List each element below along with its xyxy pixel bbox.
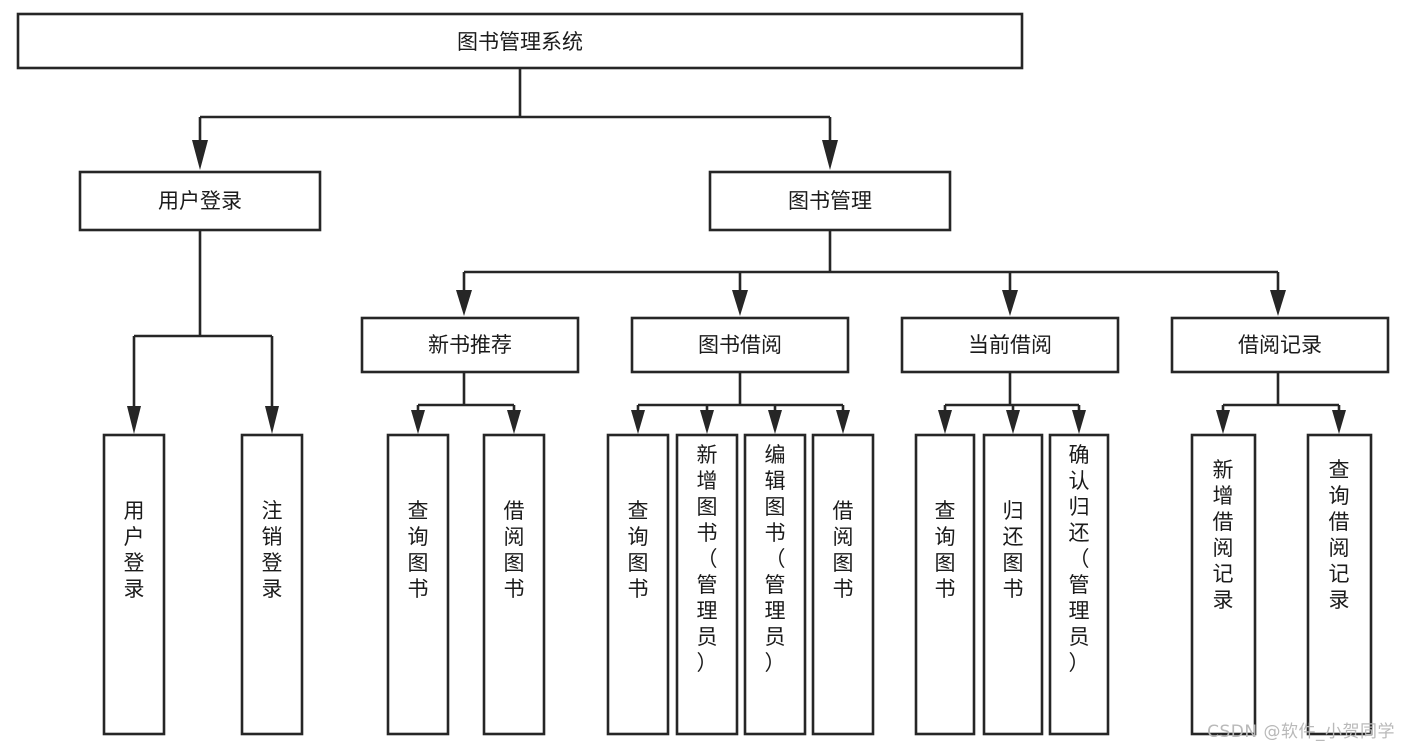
node-root-system-label: 图书管理系统 [457,30,583,54]
node-leaf-logout-login-label: 注销登录 [262,499,283,601]
node-book-manage-label: 图书管理 [788,189,872,213]
arrow-head-leaf-query-book-2 [631,410,645,434]
connector-group-borrow-record [1216,372,1346,434]
arrow-head-leaf-query-book-1 [411,410,425,434]
connector-group-root [192,68,838,170]
node-leaf-add-book[interactable]: 新增图书（管理员） [675,433,739,736]
node-user-login-box[interactable] [78,170,322,232]
node-root-system-box[interactable] [16,12,1024,70]
node-leaf-return-book-box[interactable] [982,433,1044,736]
node-leaf-add-record[interactable]: 新增借阅记录 [1190,433,1257,736]
connector-group-book-borrow [631,372,850,434]
node-leaf-query-book-3-label: 查询图书 [935,499,956,601]
node-leaf-edit-book[interactable]: 编辑图书（管理员） [743,433,807,736]
node-new-book-recommend-label: 新书推荐 [428,333,512,357]
arrow-head-borrow-record [1270,290,1286,316]
node-borrow-record-box[interactable] [1170,316,1390,374]
arrow-head-leaf-return-book [1006,410,1020,434]
node-leaf-add-record-label: 新增借阅记录 [1213,458,1234,612]
node-leaf-query-book-3-box[interactable] [914,433,976,736]
arrow-head-user-login [192,140,208,170]
node-current-borrow-box[interactable] [900,316,1120,374]
arrow-head-leaf-confirm-return [1072,410,1086,434]
node-user-login-label: 用户登录 [158,189,242,213]
arrow-head-leaf-borrow-book-1 [507,410,521,434]
node-borrow-record[interactable]: 借阅记录 [1170,316,1390,374]
connector-group-book-manage [456,230,1286,316]
node-leaf-confirm-return-box[interactable] [1048,433,1110,736]
connector-group-current-borrow [938,372,1086,434]
node-leaf-add-book-box[interactable] [675,433,739,736]
node-book-borrow-label: 图书借阅 [698,333,782,357]
arrow-head-leaf-query-book-3 [938,410,952,434]
node-leaf-add-record-box[interactable] [1190,433,1257,736]
node-leaf-borrow-book-1-box[interactable] [482,433,546,736]
node-leaf-query-book-1-label: 查询图书 [408,499,429,601]
node-leaf-edit-book-label: 编辑图书（管理员） [765,443,786,675]
node-leaf-add-book-label: 新增图书（管理员） [697,443,718,675]
node-leaf-edit-book-box[interactable] [743,433,807,736]
arrow-head-leaf-user-login [127,406,141,434]
node-book-borrow-box[interactable] [630,316,850,374]
node-leaf-borrow-book-1[interactable]: 借阅图书 [482,433,546,736]
node-leaf-return-book[interactable]: 归还图书 [982,433,1044,736]
arrow-head-leaf-edit-book [768,410,782,434]
arrow-head-current-borrow [1002,290,1018,316]
node-leaf-query-book-2-label: 查询图书 [628,499,649,601]
node-leaf-query-book-2[interactable]: 查询图书 [606,433,670,736]
node-leaf-query-record-label: 查询借阅记录 [1329,458,1350,612]
node-leaf-borrow-book-1-label: 借阅图书 [504,499,525,601]
node-leaf-return-book-label: 归还图书 [1003,499,1024,601]
node-borrow-record-label: 借阅记录 [1238,333,1322,357]
node-leaf-user-login-box[interactable] [102,433,166,736]
node-leaf-borrow-book-2[interactable]: 借阅图书 [811,433,875,736]
node-current-borrow-label: 当前借阅 [968,333,1052,357]
node-leaf-confirm-return-label: 确认归还（管理员） [1069,443,1090,675]
node-leaf-logout-login[interactable]: 注销登录 [240,433,304,736]
node-leaf-borrow-book-2-label: 借阅图书 [833,499,854,601]
connector-group-user-login [127,230,279,434]
arrow-head-leaf-logout-login [265,406,279,434]
arrow-head-leaf-query-record [1332,410,1346,434]
arrow-head-leaf-borrow-book-2 [836,410,850,434]
arrow-head-new-book-recommend [456,290,472,316]
node-book-borrow[interactable]: 图书借阅 [630,316,850,374]
connector-group-new-book-recommend [411,372,521,434]
node-leaf-logout-login-box[interactable] [240,433,304,736]
arrow-head-book-manage [822,140,838,170]
arrow-head-leaf-add-record [1216,410,1230,434]
node-user-login[interactable]: 用户登录 [78,170,322,232]
node-root-system[interactable]: 图书管理系统 [16,12,1024,70]
node-new-book-recommend[interactable]: 新书推荐 [360,316,580,374]
node-leaf-query-book-2-box[interactable] [606,433,670,736]
node-book-manage-box[interactable] [708,170,952,232]
node-leaf-query-book-1[interactable]: 查询图书 [386,433,450,736]
node-leaf-query-record[interactable]: 查询借阅记录 [1306,433,1373,736]
node-book-manage[interactable]: 图书管理 [708,170,952,232]
node-leaf-query-record-box[interactable] [1306,433,1373,736]
arrow-head-book-borrow [732,290,748,316]
node-leaf-query-book-1-box[interactable] [386,433,450,736]
arrow-head-leaf-add-book [700,410,714,434]
node-leaf-query-book-3[interactable]: 查询图书 [914,433,976,736]
node-leaf-user-login[interactable]: 用户登录 [102,433,166,736]
node-leaf-confirm-return[interactable]: 确认归还（管理员） [1048,433,1110,736]
node-leaf-borrow-book-2-box[interactable] [811,433,875,736]
node-current-borrow[interactable]: 当前借阅 [900,316,1120,374]
node-new-book-recommend-box[interactable] [360,316,580,374]
node-leaf-user-login-label: 用户登录 [124,499,145,601]
